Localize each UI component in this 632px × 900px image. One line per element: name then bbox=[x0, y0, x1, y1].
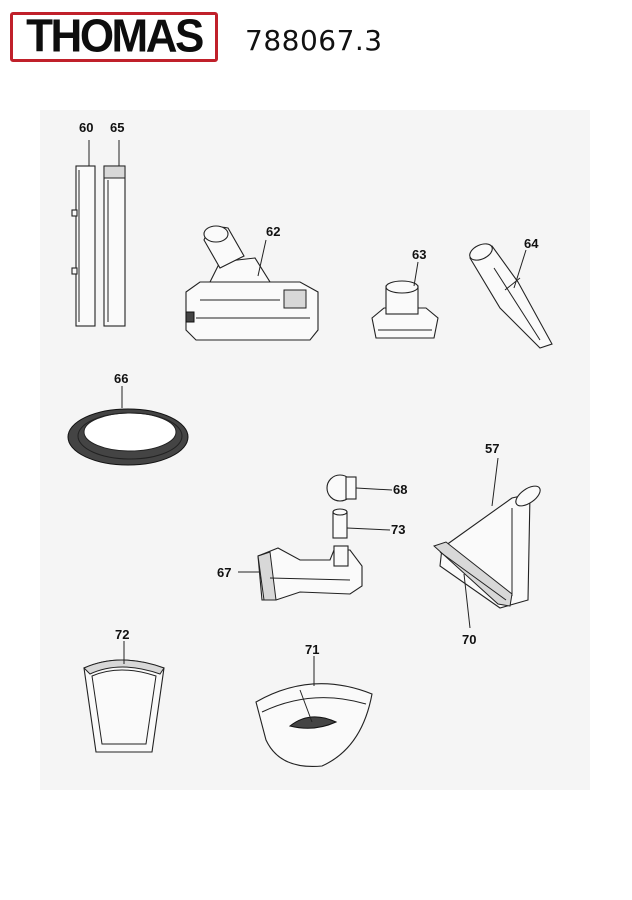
part-label-67: 67 bbox=[217, 565, 231, 580]
part-label-65: 65 bbox=[110, 120, 124, 135]
part-62-floor-nozzle: 62 bbox=[185, 224, 319, 341]
part-label-60: 60 bbox=[79, 120, 93, 135]
part-label-70: 70 bbox=[462, 632, 476, 647]
part-71-bowl: 71 bbox=[255, 642, 373, 768]
brand-logo: THOMAS bbox=[10, 12, 218, 62]
part-label-62: 62 bbox=[266, 224, 280, 239]
part-72-filter: 72 bbox=[83, 627, 165, 753]
part-label-73: 73 bbox=[391, 522, 405, 537]
part-64-crevice-nozzle: 64 bbox=[469, 236, 553, 349]
part-57-wide-nozzle: 57 bbox=[433, 441, 541, 609]
part-label-71: 71 bbox=[305, 642, 319, 657]
part-67-holder: 67 bbox=[217, 545, 363, 601]
part-65-tube: 65 bbox=[103, 120, 126, 327]
part-63-upholstery-nozzle: 63 bbox=[371, 247, 439, 339]
part-70-nozzle-insert: 70 bbox=[462, 573, 476, 647]
part-73-connector: 73 bbox=[332, 508, 405, 539]
part-label-57: 57 bbox=[485, 441, 499, 456]
part-66-ring-seal: 66 bbox=[67, 371, 189, 466]
part-60-tube: 60 bbox=[71, 120, 96, 327]
part-label-68: 68 bbox=[393, 482, 407, 497]
part-label-63: 63 bbox=[412, 247, 426, 262]
part-label-72: 72 bbox=[115, 627, 129, 642]
brand-logo-text: THOMAS bbox=[26, 10, 204, 63]
model-number: 788067.3 bbox=[245, 24, 383, 57]
part-label-66: 66 bbox=[114, 371, 128, 386]
part-label-64: 64 bbox=[524, 236, 539, 251]
part-68-cap: 68 bbox=[326, 474, 407, 502]
